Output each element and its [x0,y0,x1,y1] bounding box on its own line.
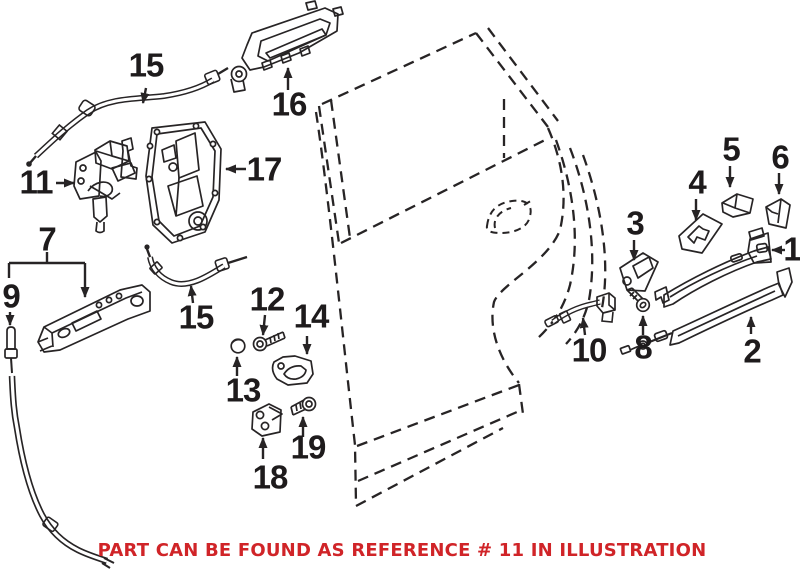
part-label-12: 12 [249,280,286,318]
reference-caption: PART CAN BE FOUND AS REFERENCE # 11 IN I… [97,540,707,562]
part-label-18: 18 [252,458,289,496]
part-label-10: 10 [571,331,608,369]
part-8-screw [626,287,651,313]
part-15-lock-cable-lower [144,244,248,287]
part-19-screw [290,396,317,416]
part-label-9: 9 [2,277,20,315]
part-7-bracket-line [7,252,85,278]
door-handle-recess-outline [485,198,535,235]
door-panel-outline [314,27,607,508]
part-17-lock-mounting-plate [145,121,222,244]
part-15-lock-cable-upper [26,66,229,167]
part-12-screw [252,331,286,352]
part-1-exterior-door-handle [654,227,772,308]
part-label-16: 16 [271,85,308,123]
leader-arrows [5,67,785,459]
part-label-4: 4 [688,163,706,201]
part-6-handle-cap [765,198,791,229]
part-10-lock-rod [544,292,616,328]
part-4-handle-gasket [678,213,723,254]
part-label-13: 13 [225,371,262,409]
part-label-1: 1 [783,230,800,268]
part-2-handle-reinforcement [619,267,793,355]
part-18-striker-bracket [251,403,283,437]
part-7-handle-carrier-plate [37,284,151,353]
part-5-handle-cap [721,193,754,218]
part-label-7: 7 [38,220,56,258]
part-label-15-upper: 15 [128,46,165,84]
part-3-handle-bracket [619,252,659,292]
part-label-14: 14 [293,297,330,335]
part-11-door-lock-actuator [73,137,138,234]
part-9-release-cable [4,326,115,569]
part-13-cap [230,338,246,354]
part-14-hook-bracket [271,355,314,386]
part-label-2: 2 [743,332,761,370]
part-label-3: 3 [626,204,644,242]
part-label-6: 6 [771,138,789,176]
part-label-5: 5 [722,130,740,168]
part-label-15-lower: 15 [178,298,215,336]
part-label-11: 11 [19,163,54,201]
part-16-interior-door-handle [230,0,344,93]
part-label-8: 8 [634,328,652,366]
part-label-19: 19 [290,428,327,466]
part-label-17: 17 [246,150,283,188]
